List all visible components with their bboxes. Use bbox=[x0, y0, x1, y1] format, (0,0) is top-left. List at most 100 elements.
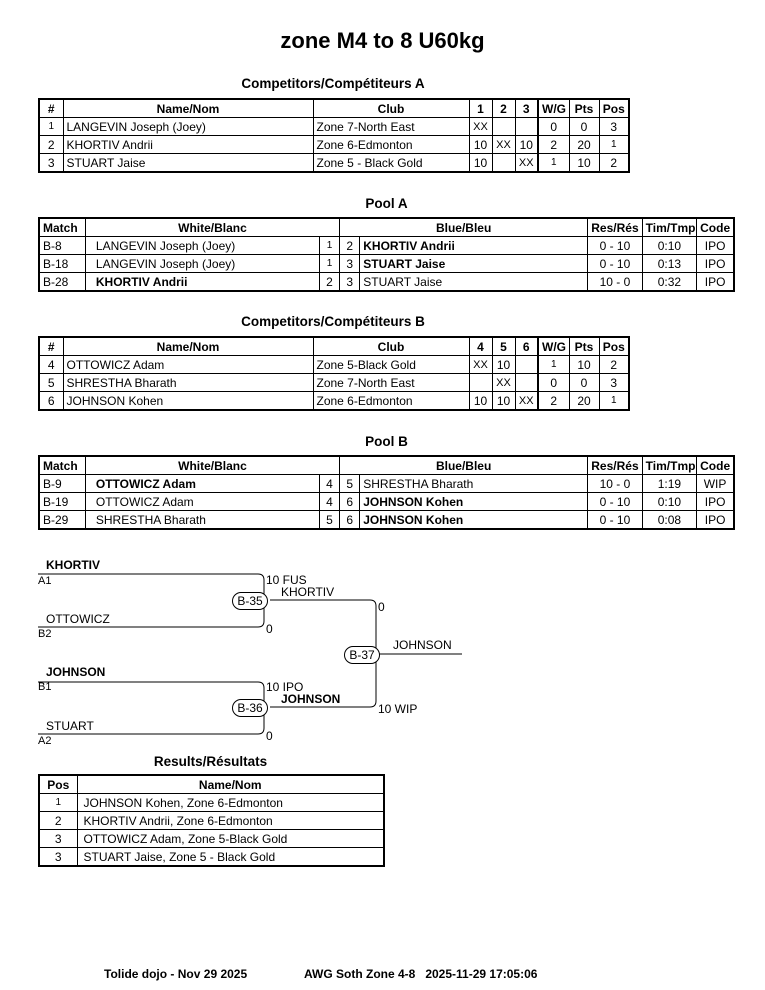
col-res: Res/Rés bbox=[587, 217, 643, 237]
cell-wg: 0 bbox=[537, 373, 570, 392]
semi2-bottom-name: STUART bbox=[46, 719, 94, 733]
cell-blue: JOHNSON Kohen bbox=[359, 510, 589, 530]
cell-score: XX bbox=[468, 117, 493, 136]
cell-code: IPO bbox=[696, 492, 735, 511]
cell-name: OTTOWICZ Adam bbox=[62, 355, 314, 374]
results-table: Pos Name/Nom 1 JOHNSON Kohen, Zone 6-Edm… bbox=[38, 774, 385, 867]
col-1: 1 bbox=[468, 98, 493, 118]
cell-res: 10 - 0 bbox=[587, 474, 643, 493]
cell-wg: 1 bbox=[537, 355, 570, 374]
cell-white-num: 1 bbox=[318, 236, 341, 255]
cell-time: 1:19 bbox=[641, 474, 698, 493]
cell-score bbox=[491, 117, 516, 136]
cell-blue: JOHNSON Kohen bbox=[359, 492, 589, 511]
table-header-row: # Name/Nom Club 4 5 6 W/G Pts Pos bbox=[38, 336, 630, 356]
pool-a-table: Match White/Blanc Blue/Bleu Res/Rés Tim/… bbox=[38, 217, 735, 292]
table-row: B-18 LANGEVIN Joseph (Joey) 1 3 STUART J… bbox=[38, 254, 735, 273]
table-row: 5 SHRESTHA Bharath Zone 7-North East XX … bbox=[38, 373, 630, 392]
cell-score: XX bbox=[514, 391, 539, 411]
table-header-row: # Name/Nom Club 1 2 3 W/G Pts Pos bbox=[38, 98, 630, 118]
cell-time: 0:10 bbox=[641, 492, 698, 511]
cell-blue-num: 3 bbox=[339, 254, 361, 273]
cell-score: XX bbox=[491, 373, 516, 392]
cell-score: XX bbox=[491, 135, 516, 154]
cell-white: LANGEVIN Joseph (Joey) bbox=[84, 254, 320, 273]
col-match: Match bbox=[38, 217, 86, 237]
table-row: 3 OTTOWICZ Adam, Zone 5-Black Gold bbox=[38, 829, 385, 848]
col-name: Name/Nom bbox=[62, 336, 314, 356]
cell-score: 10 bbox=[514, 135, 539, 154]
cell-name: LANGEVIN Joseph (Joey) bbox=[62, 117, 314, 136]
cell-score: 10 bbox=[468, 391, 493, 411]
cell-pts: 20 bbox=[568, 135, 600, 154]
col-2: 2 bbox=[491, 98, 516, 118]
col-time: Tim/Tmp bbox=[641, 455, 698, 475]
col-name: Name/Nom bbox=[76, 774, 385, 794]
col-5: 5 bbox=[491, 336, 516, 356]
cell-blue: STUART Jaise bbox=[359, 254, 589, 273]
col-white: White/Blanc bbox=[84, 455, 341, 475]
col-code: Code bbox=[696, 455, 735, 475]
semi2-bottom-seed: A2 bbox=[38, 735, 52, 747]
cell-white: OTTOWICZ Adam bbox=[84, 492, 320, 511]
cell-pos: 1 bbox=[598, 391, 630, 411]
col-name: Name/Nom bbox=[62, 98, 314, 118]
semi1-bottom-seed: B2 bbox=[38, 628, 52, 640]
cell-score: 10 bbox=[491, 355, 516, 374]
cell-time: 0:08 bbox=[641, 510, 698, 530]
cell-res: 0 - 10 bbox=[587, 510, 643, 530]
match-b35-badge: B-35 bbox=[232, 592, 268, 610]
cell-score bbox=[514, 117, 539, 136]
cell-name: STUART Jaise, Zone 5 - Black Gold bbox=[76, 847, 385, 867]
cell-pos: 1 bbox=[38, 793, 78, 812]
cell-score bbox=[468, 373, 493, 392]
cell-num: 2 bbox=[38, 135, 64, 154]
cell-score bbox=[491, 153, 516, 173]
cell-score bbox=[514, 355, 539, 374]
final-bottom-score: 10 WIP bbox=[378, 702, 418, 716]
cell-pos: 3 bbox=[38, 829, 78, 848]
match-b36-badge: B-36 bbox=[232, 699, 268, 717]
cell-club: Zone 7-North East bbox=[312, 373, 470, 392]
table-row: B-9 OTTOWICZ Adam 4 5 SHRESTHA Bharath 1… bbox=[38, 474, 735, 493]
cell-match: B-8 bbox=[38, 236, 86, 255]
cell-club: Zone 7-North East bbox=[312, 117, 470, 136]
cell-club: Zone 5-Black Gold bbox=[312, 355, 470, 374]
footer-left: Tolide dojo - Nov 29 2025 bbox=[104, 967, 248, 981]
col-code: Code bbox=[696, 217, 735, 237]
table-row: 2 KHORTIV Andrii Zone 6-Edmonton 10 XX 1… bbox=[38, 135, 630, 154]
cell-wg: 2 bbox=[537, 135, 570, 154]
cell-pos: 2 bbox=[598, 355, 630, 374]
col-6: 6 bbox=[514, 336, 539, 356]
cell-white: KHORTIV Andrii bbox=[84, 272, 320, 292]
pool-a-caption: Pool A bbox=[365, 196, 408, 211]
competitors-b-caption: Competitors/Compétiteurs B bbox=[241, 314, 425, 329]
cell-name: OTTOWICZ Adam, Zone 5-Black Gold bbox=[76, 829, 385, 848]
cell-white: OTTOWICZ Adam bbox=[84, 474, 320, 493]
cell-blue-num: 2 bbox=[339, 236, 361, 255]
results-caption: Results/Résultats bbox=[153, 754, 268, 769]
bracket-lines bbox=[38, 573, 462, 735]
cell-white-num: 4 bbox=[318, 492, 341, 511]
semi2-bottom-score: 0 bbox=[266, 729, 273, 743]
pool-b-table: Match White/Blanc Blue/Bleu Res/Rés Tim/… bbox=[38, 455, 735, 530]
cell-blue-num: 5 bbox=[339, 474, 361, 493]
table-row: 1 JOHNSON Kohen, Zone 6-Edmonton bbox=[38, 793, 385, 812]
footer-right: AWG Soth Zone 4-8 2025-11-29 17:05:06 bbox=[304, 967, 538, 981]
cell-pts: 0 bbox=[568, 373, 600, 392]
cell-res: 0 - 10 bbox=[587, 254, 643, 273]
cell-wg: 2 bbox=[537, 391, 570, 411]
table-header-row: Match White/Blanc Blue/Bleu Res/Rés Tim/… bbox=[38, 217, 735, 237]
cell-pts: 10 bbox=[568, 355, 600, 374]
cell-pts: 10 bbox=[568, 153, 600, 173]
cell-pos: 3 bbox=[598, 117, 630, 136]
col-club: Club bbox=[312, 98, 470, 118]
col-club: Club bbox=[312, 336, 470, 356]
table-row: 4 OTTOWICZ Adam Zone 5-Black Gold XX 10 … bbox=[38, 355, 630, 374]
cell-match: B-29 bbox=[38, 510, 86, 530]
semi1-top-score: 10 FUS bbox=[266, 573, 307, 587]
col-blue: Blue/Bleu bbox=[339, 217, 589, 237]
cell-wg: 0 bbox=[537, 117, 570, 136]
col-pts: Pts bbox=[568, 98, 600, 118]
cell-blue: STUART Jaise bbox=[359, 272, 589, 292]
